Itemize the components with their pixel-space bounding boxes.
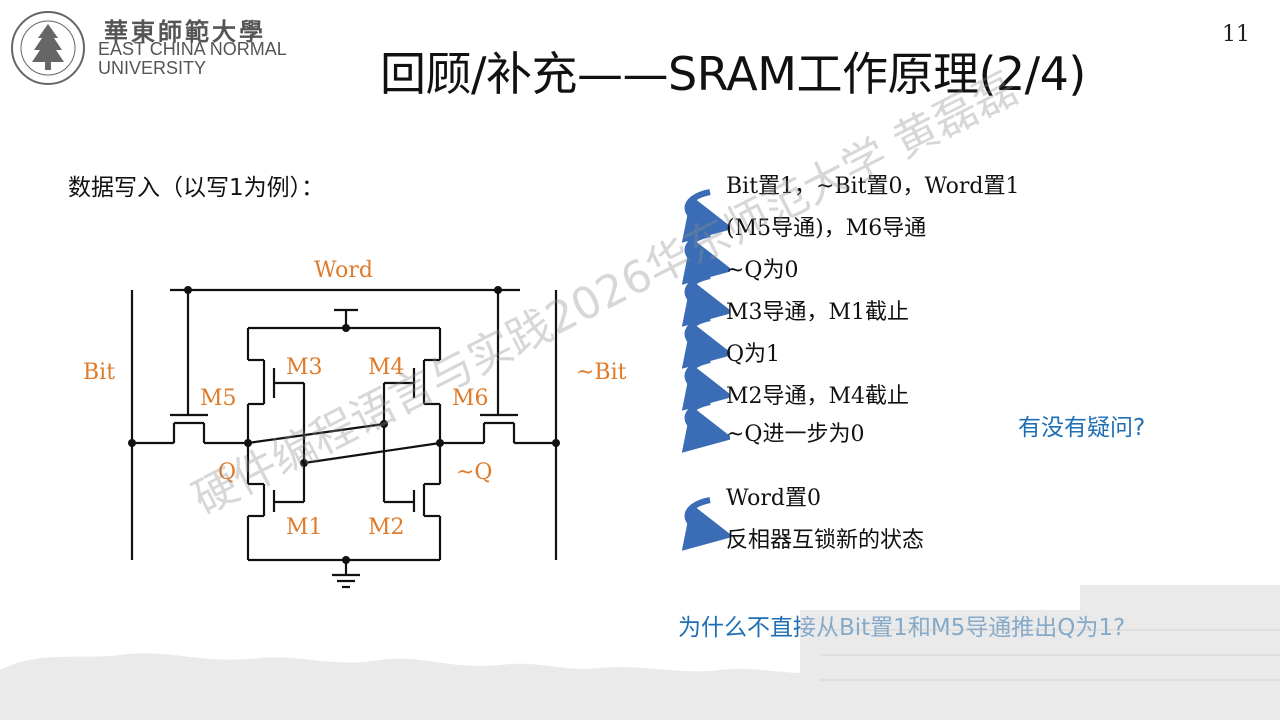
label-bit: Bit [83,360,115,385]
label-m5: M5 [200,386,237,411]
step-word-0: Word置0 [726,486,821,511]
slide-title: 回顾/补充——SRAM工作原理(2/4) [380,47,1086,101]
step-3: ~Q为0 [726,258,799,283]
label-m1: M1 [286,515,323,540]
logo-chinese-name: 華東師範大學 [104,17,266,46]
curved-arrow-icon [681,231,730,285]
curved-arrow-icon [681,273,730,327]
step-7: ~Q进一步为0 [726,422,865,447]
label-bit-bar: ~Bit [576,360,627,385]
curved-arrow-icon [681,357,730,411]
step-5: Q为1 [726,342,781,367]
curved-arrow-icon [681,399,730,453]
step-latch: 反相器互锁新的状态 [726,528,925,553]
any-questions-text: 有没有疑问? [1018,415,1146,441]
label-m4: M4 [368,355,405,380]
logo-english-line2: UNIVERSITY [98,58,207,78]
curved-arrow-icon [681,189,730,243]
step-arrows [681,189,730,551]
step-4: M3导通，M1截止 [726,300,910,325]
curved-arrow-icon [681,315,730,369]
label-q: Q [218,460,236,485]
step-6: M2导通，M4截止 [726,384,910,409]
curved-arrow-icon [681,497,730,551]
label-q-bar: ~Q [456,460,492,485]
university-logo: 華東師範大學 EAST CHINA NORMAL UNIVERSITY [8,8,298,88]
page-number: 11 [1222,22,1250,47]
intro-text: 数据写入（以写1为例）： [68,175,325,201]
logo-english-line1: EAST CHINA NORMAL [98,39,287,59]
label-m2: M2 [368,515,405,540]
label-m3: M3 [286,355,323,380]
label-m6: M6 [452,386,489,411]
campus-skyline-image [0,585,1280,720]
label-word: Word [314,258,373,283]
step-1: Bit置1，~Bit置0，Word置1 [726,174,1020,199]
step-2: (M5导通)，M6导通 [726,216,927,241]
university-seal-icon [11,11,85,85]
